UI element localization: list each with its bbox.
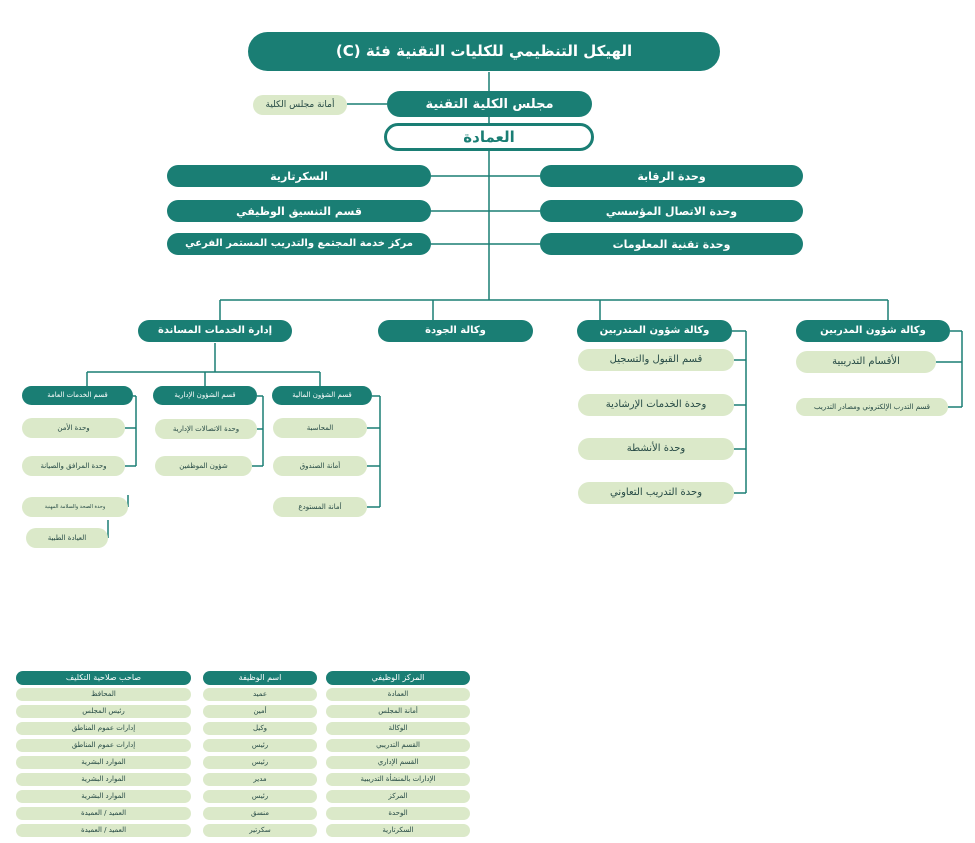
legend-cell: العمادة bbox=[326, 688, 470, 701]
chart-title: الهيكل التنظيمي للكليات التقنية فئة (C) bbox=[248, 32, 720, 71]
legend-cell: الوحدة bbox=[326, 807, 470, 820]
legend-cell: الوكالة bbox=[326, 722, 470, 735]
coop-training-unit-box: وحدة التدريب التعاوني bbox=[578, 482, 734, 504]
legend-cell: المحافظ bbox=[16, 688, 191, 701]
finance-section-box: قسم الشؤون المالية bbox=[272, 386, 372, 405]
support-services-box: إدارة الخدمات المساندة bbox=[138, 320, 292, 342]
corporate-communication-unit-box: وحدة الاتصال المؤسسي bbox=[540, 200, 803, 222]
legend-cell: القسم التدريبي bbox=[326, 739, 470, 752]
coordination-section-box: قسم التنسيق الوظيفي bbox=[167, 200, 431, 222]
legend-cell: رئيس bbox=[203, 739, 317, 752]
deanship-box: العمادة bbox=[384, 123, 594, 151]
council-box: مجلس الكلية التقنية bbox=[387, 91, 592, 117]
legend-cell: مدير bbox=[203, 773, 317, 786]
trainer-affairs-agency-box: وكالة شؤون المدربين bbox=[796, 320, 950, 342]
legend-cell: منسق bbox=[203, 807, 317, 820]
general-services-section-box: قسم الخدمات العامة bbox=[22, 386, 133, 405]
legend-header-position: المركز الوظيفي bbox=[326, 671, 470, 685]
council-secretariat-box: أمانة مجلس الكلية bbox=[253, 95, 347, 115]
trainee-affairs-agency-box: وكالة شؤون المتدربين bbox=[577, 320, 732, 342]
legend-cell: القسم الإداري bbox=[326, 756, 470, 769]
activities-unit-box: وحدة الأنشطة bbox=[578, 438, 734, 460]
legend-cell: وكيل bbox=[203, 722, 317, 735]
personnel-affairs-box: شؤون الموظفين bbox=[155, 456, 252, 476]
legend-cell: الموارد البشرية bbox=[16, 756, 191, 769]
legend-cell: الإدارات بالمنشأة التدريبية bbox=[326, 773, 470, 786]
legend-header-job-title: اسم الوظيفة bbox=[203, 671, 317, 685]
admission-section-box: قسم القبول والتسجيل bbox=[578, 349, 734, 371]
legend-cell: الموارد البشرية bbox=[16, 790, 191, 803]
admin-communications-box: وحدة الاتصالات الإدارية bbox=[155, 419, 257, 439]
legend-header-authority: صاحب صلاحية التكليف bbox=[16, 671, 191, 685]
it-unit-box: وحدة تقنية المعلومات bbox=[540, 233, 803, 255]
legend-cell: أمين bbox=[203, 705, 317, 718]
legend-cell: رئيس bbox=[203, 790, 317, 803]
e-training-section-box: قسم التدرب الإلكتروني ومصادر التدريب bbox=[796, 398, 948, 416]
legend-cell: العميد / العميدة bbox=[16, 807, 191, 820]
quality-agency-box: وكالة الجودة bbox=[378, 320, 533, 342]
legend-cell: إدارات عموم المناطق bbox=[16, 739, 191, 752]
legend-cell: رئيس bbox=[203, 756, 317, 769]
secretariat-box: السكرتارية bbox=[167, 165, 431, 187]
legend-cell: إدارات عموم المناطق bbox=[16, 722, 191, 735]
accounting-box: المحاسبة bbox=[273, 418, 367, 438]
health-safety-unit-box: وحدة الصحة والسلامة المهنية bbox=[22, 497, 128, 517]
legend-cell: أمانة المجلس bbox=[326, 705, 470, 718]
legend-cell: المركز bbox=[326, 790, 470, 803]
training-departments-box: الأقسام التدريبية bbox=[796, 351, 936, 373]
warehouse-box: أمانة المستودع bbox=[273, 497, 367, 517]
legend-cell: الموارد البشرية bbox=[16, 773, 191, 786]
legend-cell: سكرتير bbox=[203, 824, 317, 837]
clinic-box: العيادة الطبية bbox=[26, 528, 108, 548]
legend-cell: رئيس المجلس bbox=[16, 705, 191, 718]
community-service-center-box: مركز خدمة المجتمع والتدريب المستمر الفرع… bbox=[167, 233, 431, 255]
guidance-unit-box: وحدة الخدمات الإرشادية bbox=[578, 394, 734, 416]
legend-cell: العميد / العميدة bbox=[16, 824, 191, 837]
facilities-unit-box: وحدة المرافق والصيانة bbox=[22, 456, 125, 476]
security-unit-box: وحدة الأمن bbox=[22, 418, 125, 438]
legend-cell: عميد bbox=[203, 688, 317, 701]
legend-cell: السكرتارية bbox=[326, 824, 470, 837]
control-unit-box: وحدة الرقابة bbox=[540, 165, 803, 187]
admin-section-box: قسم الشؤون الإدارية bbox=[153, 386, 257, 405]
treasury-box: أمانة الصندوق bbox=[273, 456, 367, 476]
